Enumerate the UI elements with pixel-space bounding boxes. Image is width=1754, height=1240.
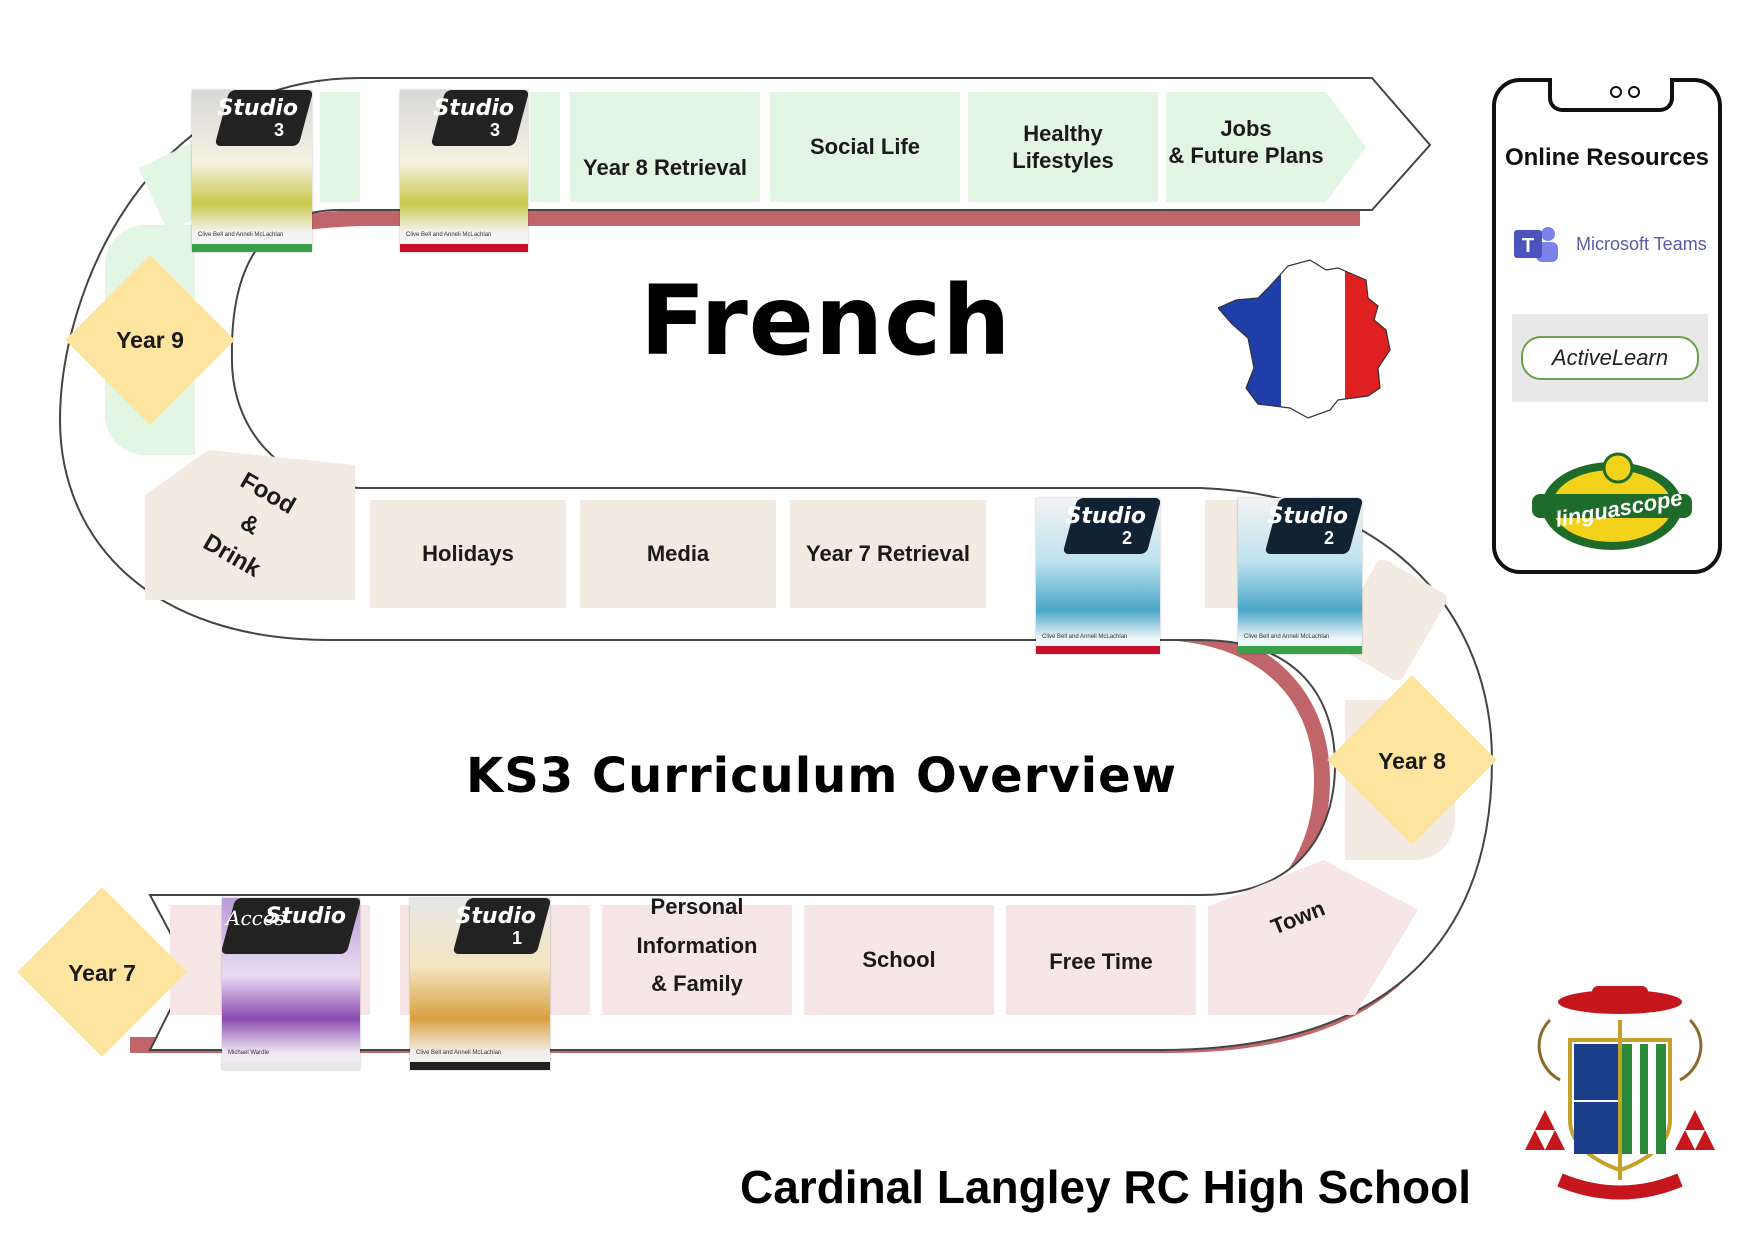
cell-school: School <box>804 905 994 1015</box>
label-social-life: Social Life <box>809 134 921 160</box>
label-free-time: Free Time <box>1049 949 1153 975</box>
year7-label: Year 7 <box>68 960 136 986</box>
cell-year9-spacer-a <box>320 92 360 202</box>
book-acces-studio: Studio Accès Michael Wardle <box>222 898 360 1070</box>
label-year8-retrieval: Year 8 Retrieval <box>583 155 747 181</box>
svg-text:T: T <box>1522 235 1534 257</box>
label-year7-retrieval: Year 7 Retrieval <box>806 541 970 567</box>
book-studio3-green: Studio 3 Clive Bell and Anneli McLachlan <box>192 90 312 252</box>
label-town: Town <box>1267 895 1329 940</box>
cell-healthy-lifestyles: Healthy Lifestyles <box>968 92 1158 202</box>
cell-food-drink: Food & Drink <box>145 450 355 600</box>
book-studio2-red-num: 2 <box>1121 528 1132 548</box>
book-studio3-green-authors: Clive Bell and Anneli McLachlan <box>198 232 284 238</box>
book-studio1: Studio 1 Clive Bell and Anneli McLachlan <box>410 898 550 1070</box>
camera-dot-icon <box>1610 86 1622 98</box>
label-school: School <box>862 947 936 973</box>
book-studio3-red: Studio 3 Clive Bell and Anneli McLachlan <box>400 90 528 252</box>
label-personal-information: Personal Information & Family <box>636 894 758 997</box>
book-studio3-green-title: Studio <box>217 96 298 121</box>
book-studio3-green-num: 3 <box>273 120 284 140</box>
microsoft-teams-label: Microsoft Teams <box>1576 234 1707 254</box>
book-studio2-green: Studio 2 Clive Bell and Anneli McLachlan <box>1238 498 1362 654</box>
label-holidays: Holidays <box>422 541 514 567</box>
online-resources-title: Online Resources <box>1504 144 1710 171</box>
label-jobs-future-plans: Jobs & Future Plans <box>1168 115 1324 169</box>
book-acces-authors: Michael Wardle <box>228 1050 270 1056</box>
book-studio3-red-title: Studio <box>433 96 514 121</box>
cell-year9-spacer-b <box>530 92 560 202</box>
microsoft-teams-icon: T <box>1514 227 1558 262</box>
microsoft-teams-link[interactable]: T Microsoft Teams <box>1512 222 1707 272</box>
book-studio2-red: Studio 2 Clive Bell and Anneli McLachlan <box>1036 498 1160 654</box>
book-studio2-green-title: Studio <box>1267 504 1348 529</box>
book-studio3-red-num: 3 <box>489 120 500 140</box>
label-healthy-lifestyles: Healthy Lifestyles <box>1012 120 1114 174</box>
book-studio2-red-authors: Clive Bell and Anneli McLachlan <box>1042 634 1128 640</box>
year8-label: Year 8 <box>1378 748 1446 774</box>
cell-media: Media <box>580 500 776 608</box>
page-title: French <box>640 265 1012 377</box>
school-name: Cardinal Langley RC High School <box>740 1161 1471 1213</box>
book-studio1-num: 1 <box>511 928 522 948</box>
cell-year7-retrieval: Year 7 Retrieval <box>790 500 986 608</box>
book-studio1-authors: Clive Bell and Anneli McLachlan <box>416 1050 502 1056</box>
book-studio1-title: Studio <box>455 904 536 929</box>
cell-social-life: Social Life <box>770 92 960 202</box>
label-food-drink: Food & Drink <box>198 467 301 583</box>
online-resources-phone: Online Resources T Microsoft Teams Activ… <box>1492 78 1722 574</box>
book-acces-prefix: Accès <box>226 906 285 930</box>
book-studio2-red-title: Studio <box>1065 504 1146 529</box>
book-studio3-red-authors: Clive Bell and Anneli McLachlan <box>406 232 492 238</box>
book-studio2-green-num: 2 <box>1323 528 1334 548</box>
cell-jobs-future-plans: Jobs & Future Plans <box>1166 92 1366 202</box>
cell-free-time: Free Time <box>1006 905 1196 1015</box>
activelearn-logo: ActiveLearn <box>1521 336 1699 380</box>
book-acces-title: Studio <box>265 904 346 929</box>
school-crest-logo <box>1525 986 1715 1200</box>
sensor-dot-icon <box>1628 86 1640 98</box>
road-outline <box>58 77 1494 1051</box>
book-studio2-green-authors: Clive Bell and Anneli McLachlan <box>1244 634 1330 640</box>
page-subtitle: KS3 Curriculum Overview <box>466 748 1178 804</box>
france-flag-map <box>1218 259 1391 419</box>
year9-label: Year 9 <box>116 327 184 353</box>
phone-notch <box>1548 78 1674 112</box>
label-media: Media <box>646 541 710 567</box>
activelearn-link[interactable]: ActiveLearn <box>1512 314 1708 402</box>
cell-personal-information: Personal Information & Family <box>602 894 792 1015</box>
cell-year8-retrieval: Year 8 Retrieval <box>570 92 760 202</box>
linguascope-link[interactable]: linguascope <box>1522 444 1702 554</box>
cell-holidays: Holidays <box>370 500 566 608</box>
linguascope-logo-icon <box>1532 452 1692 550</box>
